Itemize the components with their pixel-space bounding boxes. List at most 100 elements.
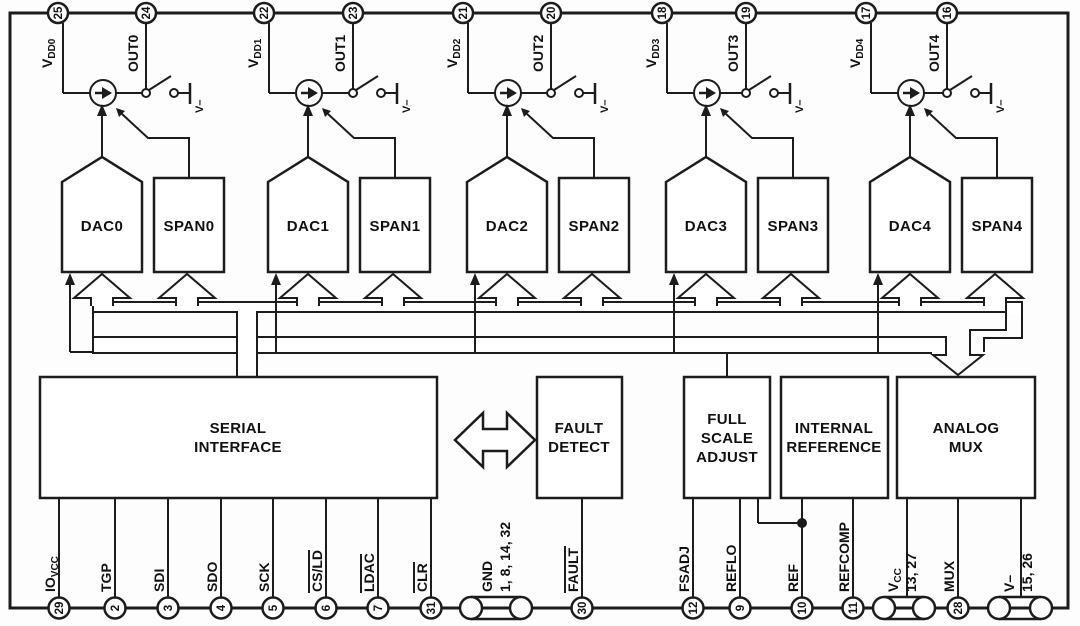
- dac-label: DAC3: [685, 218, 727, 235]
- svg-text:28: 28: [953, 601, 965, 614]
- span-block: [557, 176, 631, 274]
- span-block: [358, 176, 432, 274]
- ref-label: REF: [785, 564, 801, 592]
- pin-circle-vdd4: [854, 1, 878, 25]
- pin-number: 16: [942, 7, 954, 20]
- pin-circle-iovcc: [47, 596, 71, 620]
- dac-block: [60, 155, 144, 274]
- svg-text:REFERENCE: REFERENCE: [786, 439, 881, 456]
- dac-label: DAC2: [486, 218, 528, 235]
- pin-circle-refcomp: [841, 596, 865, 620]
- pin-circle-csld: [314, 596, 338, 620]
- ldac-label: LDAC: [361, 553, 377, 592]
- csld-label: CS/LD: [309, 550, 325, 592]
- gnd-pins-label: 1, 8, 14, 32: [497, 522, 513, 592]
- svg-text:9: 9: [735, 605, 747, 611]
- vdd-label: VDD2: [444, 38, 463, 68]
- svg-text:30: 30: [577, 602, 589, 615]
- pin-number: 18: [657, 6, 669, 19]
- dac-block: [664, 155, 748, 274]
- bus-elbow-outer: [983, 312, 1023, 352]
- svg-text:SCALE: SCALE: [701, 430, 753, 447]
- svg-text:3: 3: [163, 605, 175, 611]
- pin-number: 21: [458, 6, 470, 19]
- fault-detect-block: [535, 375, 624, 500]
- switch-contact: [169, 88, 179, 98]
- svg-text:7: 7: [373, 605, 385, 611]
- switch-pole: [546, 88, 556, 98]
- pin-circle-clr: [419, 596, 443, 620]
- svg-text:31: 31: [426, 601, 438, 614]
- pin-circle-vdd0: [46, 1, 70, 25]
- pin-number: 19: [741, 7, 753, 20]
- pin-number: 24: [141, 6, 153, 19]
- span-label: SPAN2: [569, 218, 620, 235]
- pin-circle-reflo: [728, 596, 752, 620]
- bus-up-arrow-dac3: [675, 272, 737, 306]
- ref-junction-dot: [797, 518, 807, 528]
- bus-up-arrow-dac0: [71, 272, 133, 306]
- dac-label: DAC0: [81, 218, 123, 235]
- switch-pole: [741, 88, 751, 98]
- vcc-multipin-icon: [871, 595, 937, 621]
- svg-text:12: 12: [688, 602, 700, 615]
- pin-circle-sdo: [209, 596, 233, 620]
- vminus-pins-label: 15, 26: [1019, 553, 1035, 592]
- vcc-label: VCC: [885, 568, 904, 592]
- svg-text:4: 4: [216, 604, 228, 611]
- svg-text:MUX: MUX: [949, 439, 983, 456]
- reflo-label: REFLO: [723, 544, 739, 592]
- span-block: [152, 176, 226, 274]
- dac-label: DAC1: [287, 218, 329, 235]
- bottom-pin-labels: IOVCC TGP SDI SDO SCK CS/LD LDAC CLR GND…: [42, 522, 1035, 593]
- pin-circle-out0: [134, 1, 158, 25]
- pin-circle-out3: [734, 1, 758, 25]
- svg-text:11: 11: [848, 601, 860, 614]
- internal-reference-block: [779, 375, 890, 500]
- span-label: SPAN4: [972, 218, 1023, 235]
- switch-contact: [574, 88, 584, 98]
- mux-label: MUX: [941, 560, 957, 592]
- upper-data-bus: [92, 301, 1023, 313]
- switch-pole: [141, 88, 151, 98]
- bus-up-arrow-dac4: [879, 272, 941, 306]
- sck-label: SCK: [256, 562, 272, 592]
- iovcc-label: IOVCC: [42, 556, 61, 592]
- dac-label: DAC4: [889, 218, 932, 235]
- switch-contact: [376, 88, 386, 98]
- switch-pole: [942, 88, 952, 98]
- out-label: OUT4: [926, 34, 942, 72]
- pin-number: 17: [861, 7, 873, 20]
- lower-data-bus: [92, 336, 947, 354]
- switch-lever: [553, 75, 577, 91]
- vdd-label: VDD3: [643, 38, 662, 68]
- switch-lever: [949, 75, 973, 91]
- pin-circle-vdd1: [252, 1, 276, 25]
- vdd-label: VDD0: [39, 38, 58, 68]
- switch-contact: [970, 88, 980, 98]
- pin-circle-ref: [790, 596, 814, 620]
- fault-detect-label: FAULT: [555, 420, 604, 437]
- switch-lever: [355, 75, 379, 91]
- bottom-pins: 29 2 3 4 5 6 7 31 30 12 9 10 11: [47, 595, 1054, 621]
- span-block: [756, 176, 830, 274]
- pin-circle-out4: [935, 1, 959, 25]
- function-blocks: SERIAL INTERFACE FAULT DETECT FULL SCALE…: [38, 375, 1037, 500]
- bus-up-arrow-dac1: [277, 272, 339, 306]
- out-label: OUT0: [125, 34, 141, 72]
- gnd-multipin-icon: [458, 595, 534, 621]
- pin-number: 22: [259, 7, 271, 20]
- switch-contact: [769, 88, 779, 98]
- analog-mux-label: ANALOG: [933, 420, 1000, 437]
- switch-vminus-label: V–: [599, 100, 611, 113]
- svg-text:2: 2: [110, 605, 122, 611]
- channel-1: V– DAC1 SPAN1 22 23 VDD1 OUT1: [245, 1, 432, 274]
- span-label: SPAN0: [164, 218, 215, 235]
- pin-circle-out2: [539, 1, 563, 25]
- pin-number: 25: [53, 6, 65, 19]
- pin-circle-vdd3: [650, 1, 674, 25]
- bus-up-arrow-span2: [561, 272, 623, 306]
- pin-number: 23: [348, 7, 360, 20]
